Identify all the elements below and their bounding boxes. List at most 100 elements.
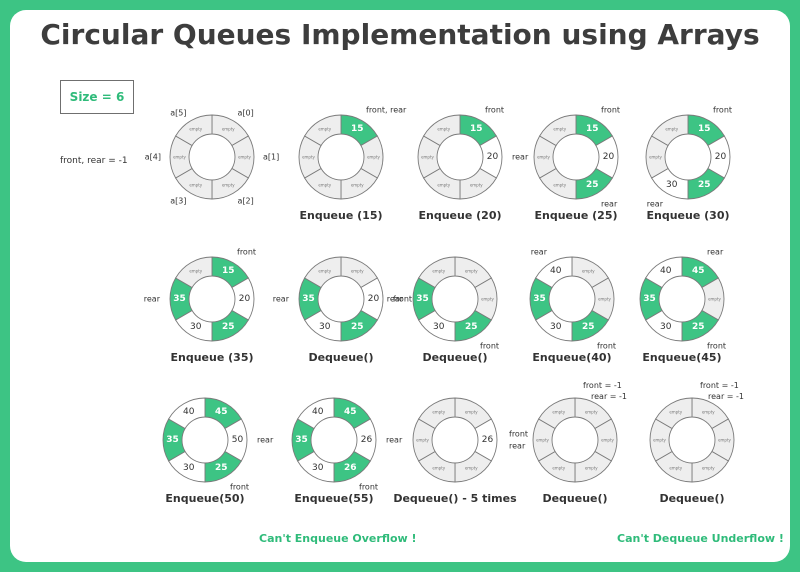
front-rear-label: front, rear — [366, 106, 407, 115]
queue-slot — [175, 256, 213, 289]
slot-value: empty — [553, 183, 566, 188]
slot-value: empty — [669, 409, 682, 414]
queue-slot — [175, 114, 213, 147]
slot-value: 25 — [698, 180, 711, 190]
step-caption: Enqueue (35) — [171, 351, 254, 364]
slot-value: empty — [318, 268, 331, 273]
slot-value: empty — [432, 466, 445, 471]
queue-slot — [304, 256, 342, 289]
rear-label: rear — [273, 295, 290, 304]
slot-value: empty — [318, 183, 331, 188]
rear-label: rear — [531, 248, 548, 257]
front-label: front = -1 — [583, 381, 622, 390]
slot-value: empty — [222, 126, 235, 131]
slot-value: empty — [665, 126, 678, 131]
slot-value: 20 — [487, 152, 499, 162]
slot-value: empty — [653, 438, 666, 443]
slot-value: 30 — [550, 322, 562, 332]
slot-value: 45 — [344, 407, 357, 417]
rear-label: rear — [386, 436, 403, 445]
slot-value: empty — [585, 466, 598, 471]
slot-value: empty — [552, 409, 565, 414]
queue-ring: empty empty empty empty empty empty — [532, 397, 618, 483]
index-label: a[5] — [170, 108, 186, 117]
slot-value: 15 — [586, 124, 599, 134]
size-box: Size = 6 — [60, 80, 134, 114]
slot-value: 30 — [190, 322, 202, 332]
slot-value: empty — [481, 297, 494, 302]
slot-value: empty — [702, 466, 715, 471]
queue-slot — [645, 256, 683, 289]
slot-value: 15 — [351, 124, 364, 134]
slot-value: empty — [582, 268, 595, 273]
queue-slot — [539, 114, 577, 147]
slot-value: 50 — [232, 435, 244, 445]
index-label: a[3] — [170, 197, 186, 206]
initial-state-label: front, rear = -1 — [60, 156, 128, 166]
step-caption: Dequeue() — [659, 492, 724, 505]
slot-value: empty — [465, 466, 478, 471]
slot-value: 35 — [295, 435, 308, 445]
slot-value: 25 — [215, 463, 228, 473]
slot-value: empty — [173, 155, 186, 160]
slot-value: 30 — [660, 322, 672, 332]
queue-slot — [304, 114, 342, 147]
slot-value: 26 — [482, 435, 494, 445]
slot-value: 35 — [302, 294, 315, 304]
front-label: front — [509, 430, 528, 439]
step-caption: Enqueue(45) — [642, 351, 721, 364]
slot-value: empty — [649, 155, 662, 160]
underflow-message: Can't Dequeue Underflow ! — [617, 532, 784, 545]
page-title: Circular Queues Implementation using Arr… — [40, 18, 760, 51]
slot-value: empty — [367, 155, 380, 160]
rear-label: rear — [387, 295, 404, 304]
slot-value: empty — [302, 155, 315, 160]
slot-value: empty — [318, 126, 331, 131]
queue-slot — [651, 114, 689, 147]
step-caption: Dequeue() — [308, 351, 373, 364]
step-caption: Dequeue() — [422, 351, 487, 364]
rear-label: rear — [601, 199, 618, 208]
slot-value: 26 — [344, 463, 357, 473]
slot-value: empty — [421, 155, 434, 160]
slot-value: 25 — [465, 322, 478, 332]
slot-value: 15 — [222, 266, 235, 276]
index-label: a[2] — [238, 197, 254, 206]
slot-value: empty — [536, 438, 549, 443]
slot-value: 35 — [173, 294, 186, 304]
slot-value: empty — [553, 126, 566, 131]
step-caption: Enqueue (30) — [647, 209, 730, 222]
slot-value: 20 — [603, 152, 615, 162]
slot-value: 25 — [586, 180, 599, 190]
slot-value: 45 — [215, 407, 228, 417]
slot-value: empty — [437, 126, 450, 131]
rear-label: rear — [707, 248, 724, 257]
step-caption: Enqueue(55) — [294, 492, 373, 505]
front-label: front = -1 — [700, 381, 739, 390]
slot-value: 30 — [319, 322, 331, 332]
slot-value: empty — [585, 409, 598, 414]
slot-value: 20 — [715, 152, 727, 162]
slot-value: empty — [432, 409, 445, 414]
slot-value: 30 — [433, 322, 445, 332]
front-label: front — [230, 482, 249, 491]
slot-value: 40 — [312, 407, 324, 417]
slot-value: empty — [552, 466, 565, 471]
rear-label: rear = -1 — [591, 392, 627, 401]
slot-value: 35 — [166, 435, 179, 445]
slot-value: empty — [189, 183, 202, 188]
slot-value: empty — [601, 438, 614, 443]
slot-value: 40 — [660, 266, 672, 276]
rear-label: rear — [257, 436, 274, 445]
slot-value: 20 — [239, 294, 251, 304]
